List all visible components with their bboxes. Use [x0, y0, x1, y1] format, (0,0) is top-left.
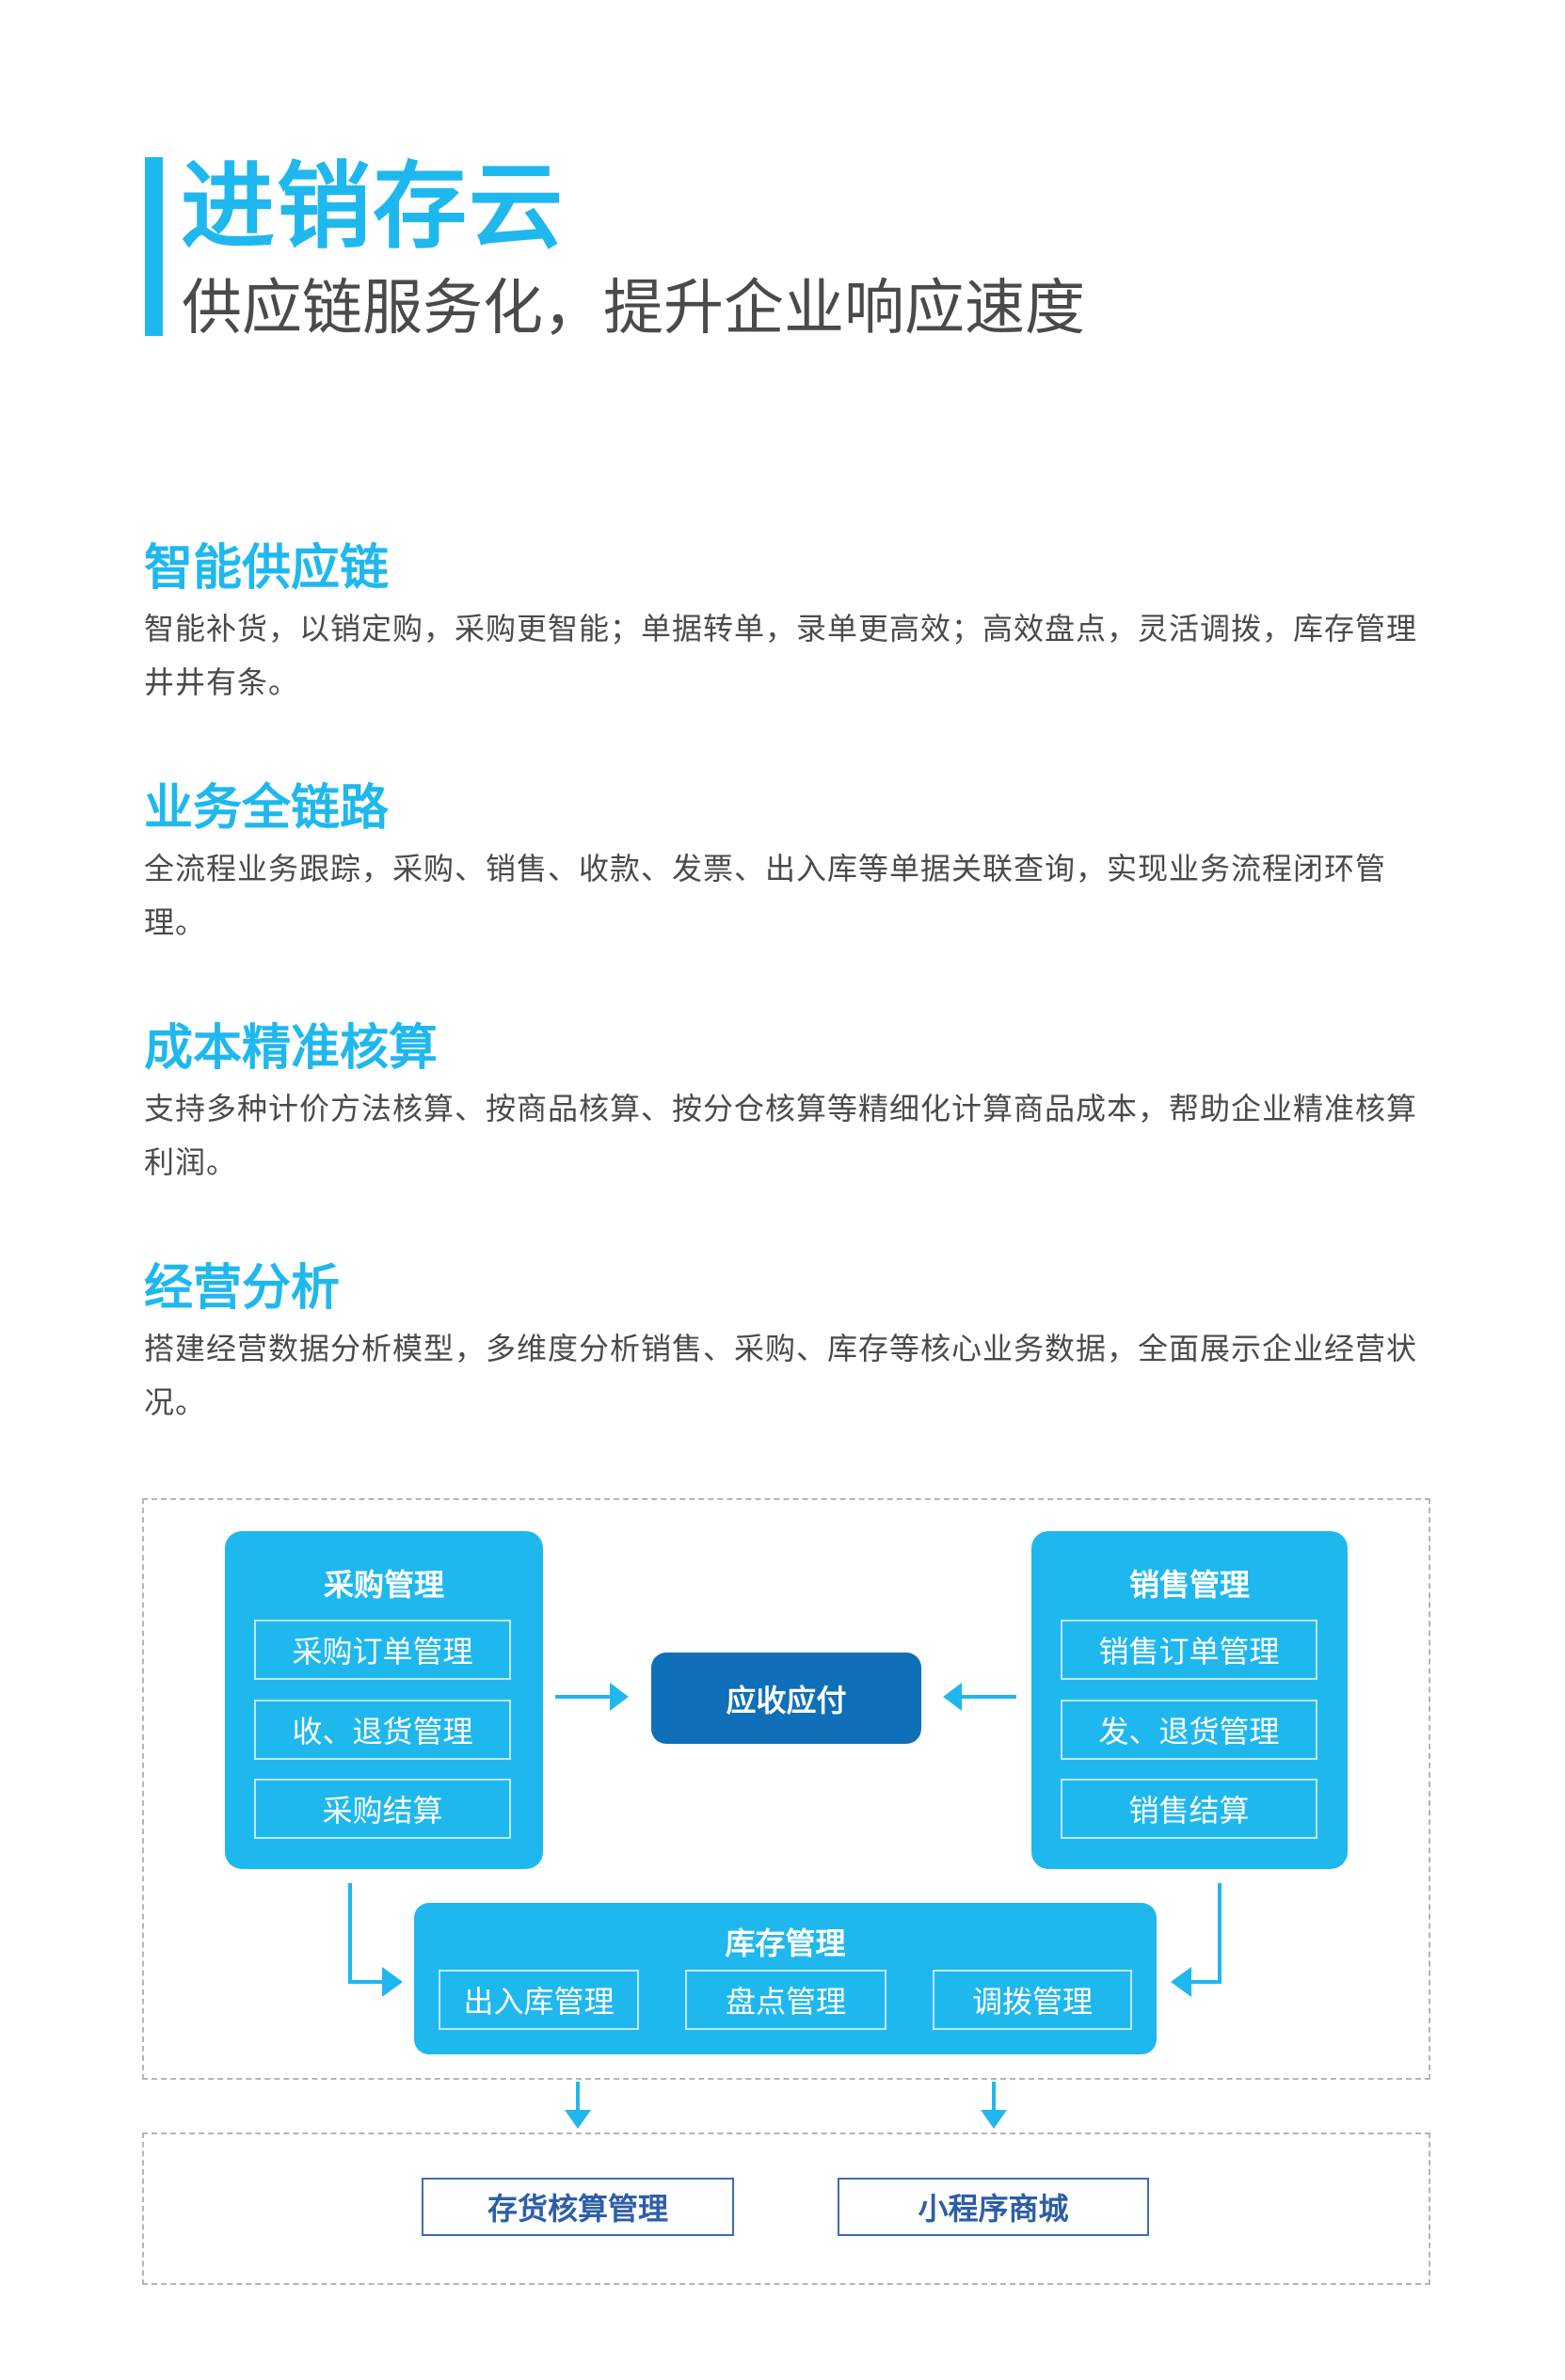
diagram-upper-frame: [142, 1498, 1430, 2080]
section-text: 搭建经营数据分析模型，多维度分析销售、采购、库存等核心业务数据，全面展示企业经营…: [144, 1331, 1418, 1420]
section-text: 智能补货，以销定购，采购更智能；单据转单，录单更高效；高效盘点，灵活调拨，库存管…: [144, 611, 1418, 700]
title-accent-bar: [145, 157, 163, 336]
arrow-elbow-icon: [1188, 1883, 1222, 1984]
stock-item: 出入库管理: [439, 1970, 639, 2030]
feature-section: 业务全链路 全流程业务跟踪，采购、销售、收款、发票、出入库等单据关联查询，实现业…: [144, 778, 1433, 950]
sales-title: 销售管理: [1128, 1567, 1250, 1603]
section-title: 智能供应链: [144, 540, 390, 597]
section-title: 经营分析: [144, 1260, 341, 1317]
stock-title: 库存管理: [725, 1925, 846, 1961]
receivable-payable-box: 应收应付: [651, 1653, 921, 1744]
sales-item: 销售订单管理: [1061, 1620, 1317, 1680]
page-subtitle: 供应链服务化，提升企业响应速度: [182, 274, 1085, 343]
stock-item: 调拨管理: [933, 1970, 1132, 2030]
page-title: 进销存云: [181, 152, 565, 262]
section-text: 全流程业务跟踪，采购、销售、收款、发票、出入库等单据关联查询，实现业务流程闭环管…: [144, 851, 1387, 940]
stock-item: 盘点管理: [685, 1970, 886, 2030]
purchase-item: 收、退货管理: [254, 1700, 511, 1760]
diagram-lower-frame: [142, 2132, 1430, 2285]
sales-item: 发、退货管理: [1061, 1700, 1317, 1760]
mini-program-mall-box: 小程序商城: [838, 2178, 1149, 2236]
inventory-accounting-box: 存货核算管理: [422, 2178, 734, 2236]
feature-section: 经营分析 搭建经营数据分析模型，多维度分析销售、采购、库存等核心业务数据，全面展…: [144, 1258, 1433, 1430]
feature-section: 智能供应链 智能补货，以销定购，采购更智能；单据转单，录单更高效；高效盘点，灵活…: [144, 538, 1433, 710]
section-title: 业务全链路: [144, 780, 390, 837]
arrow-elbow-icon: [348, 1883, 386, 1984]
section-title: 成本精准核算: [144, 1020, 439, 1077]
feature-section: 成本精准核算 支持多种计价方法核算、按商品核算、按分仓核算等精细化计算商品成本，…: [144, 1018, 1433, 1190]
sales-item: 销售结算: [1061, 1779, 1317, 1839]
section-text: 支持多种计价方法核算、按商品核算、按分仓核算等精细化计算商品成本，帮助企业精准核…: [144, 1091, 1418, 1180]
purchase-item: 采购订单管理: [254, 1620, 511, 1680]
purchase-item: 采购结算: [254, 1779, 511, 1839]
purchase-title: 采购管理: [323, 1567, 444, 1603]
